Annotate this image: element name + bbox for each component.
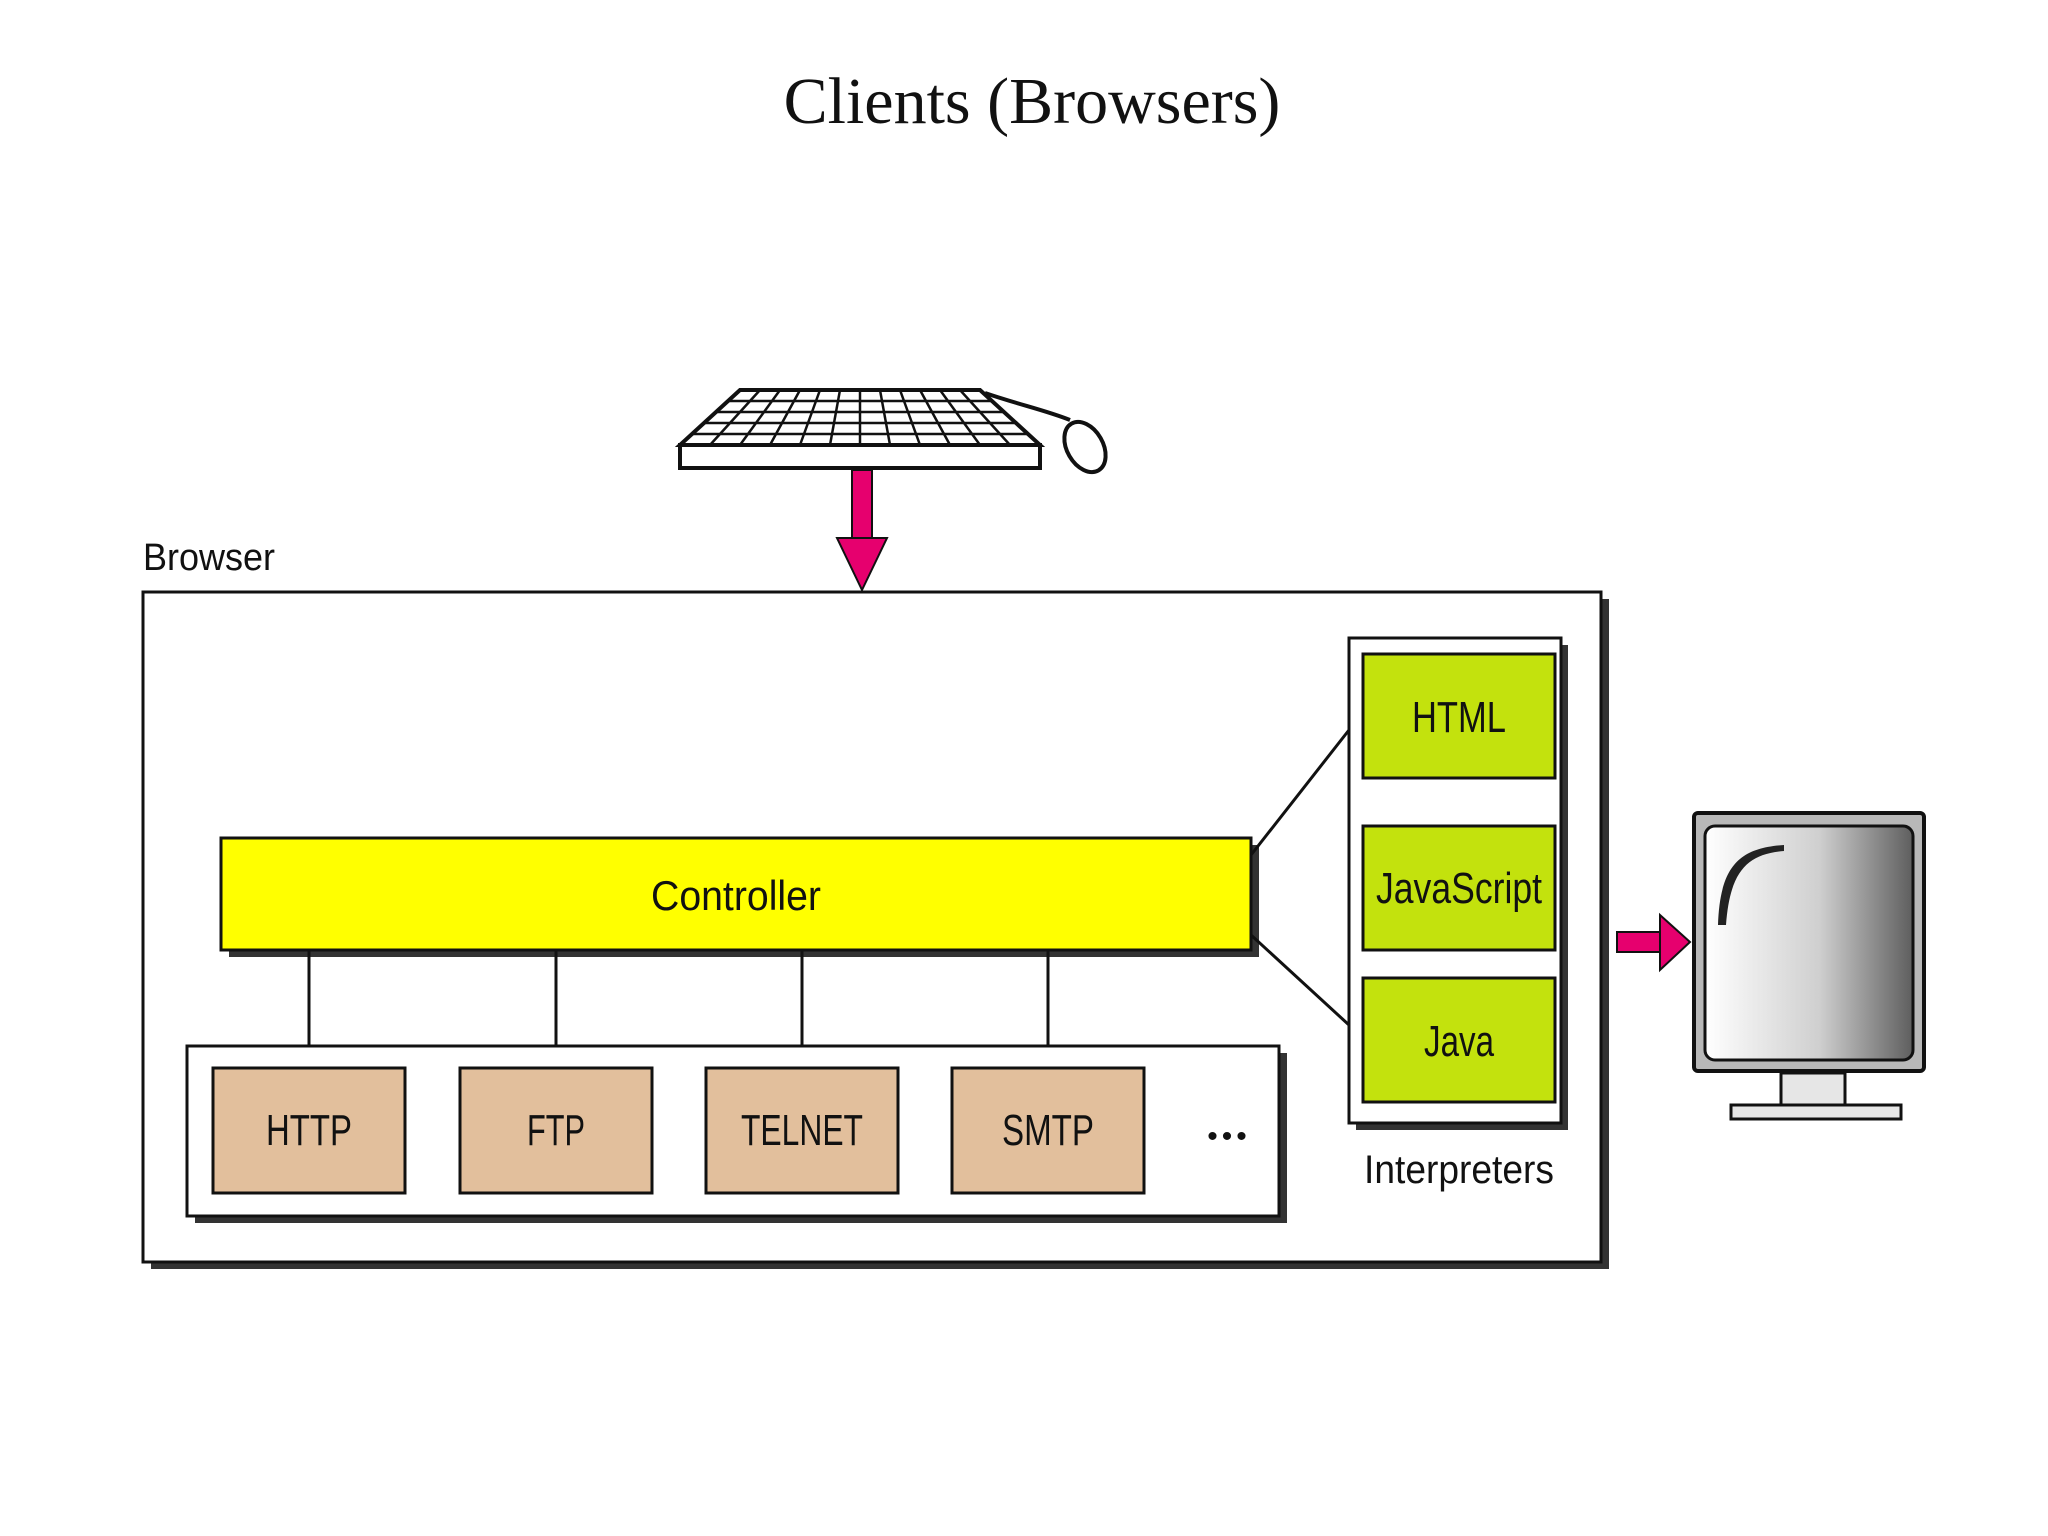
interpreter-label-java: Java <box>1424 1017 1494 1066</box>
page-title: Clients (Browsers) <box>784 65 1281 138</box>
input-arrow <box>835 469 889 593</box>
protocol-box-http: HTTP <box>211 1066 407 1195</box>
interpreters-label: Interpreters <box>1364 1148 1554 1192</box>
protocol-label-telnet: TELNET <box>741 1106 863 1155</box>
controller-label: Controller <box>651 872 821 919</box>
keyboard-mouse-icon <box>674 388 1108 475</box>
protocol-box-smtp: SMTP <box>950 1066 1146 1195</box>
protocol-label-ftp: FTP <box>527 1106 585 1155</box>
interpreter-box-html: HTML <box>1361 652 1557 780</box>
protocol-box-ftp: FTP <box>458 1066 654 1195</box>
monitor-icon <box>1692 811 1926 1121</box>
protocol-label-http: HTTP <box>266 1106 352 1155</box>
protocol-box-telnet: TELNET <box>704 1066 900 1195</box>
interpreter-box-java: Java <box>1361 976 1557 1104</box>
controller-box: Controller <box>219 836 1259 957</box>
interpreter-label-javascript: JavaScript <box>1376 864 1542 913</box>
interpreter-connectors <box>1249 729 1351 1027</box>
interpreter-label-html: HTML <box>1412 693 1506 742</box>
output-arrow <box>1616 912 1692 973</box>
protocol-label-smtp: SMTP <box>1002 1106 1094 1155</box>
interpreter-box-javascript: JavaScript <box>1361 824 1557 952</box>
protocols-more-ellipsis: ••• <box>1207 1120 1251 1153</box>
browser-label: Browser <box>143 537 275 579</box>
